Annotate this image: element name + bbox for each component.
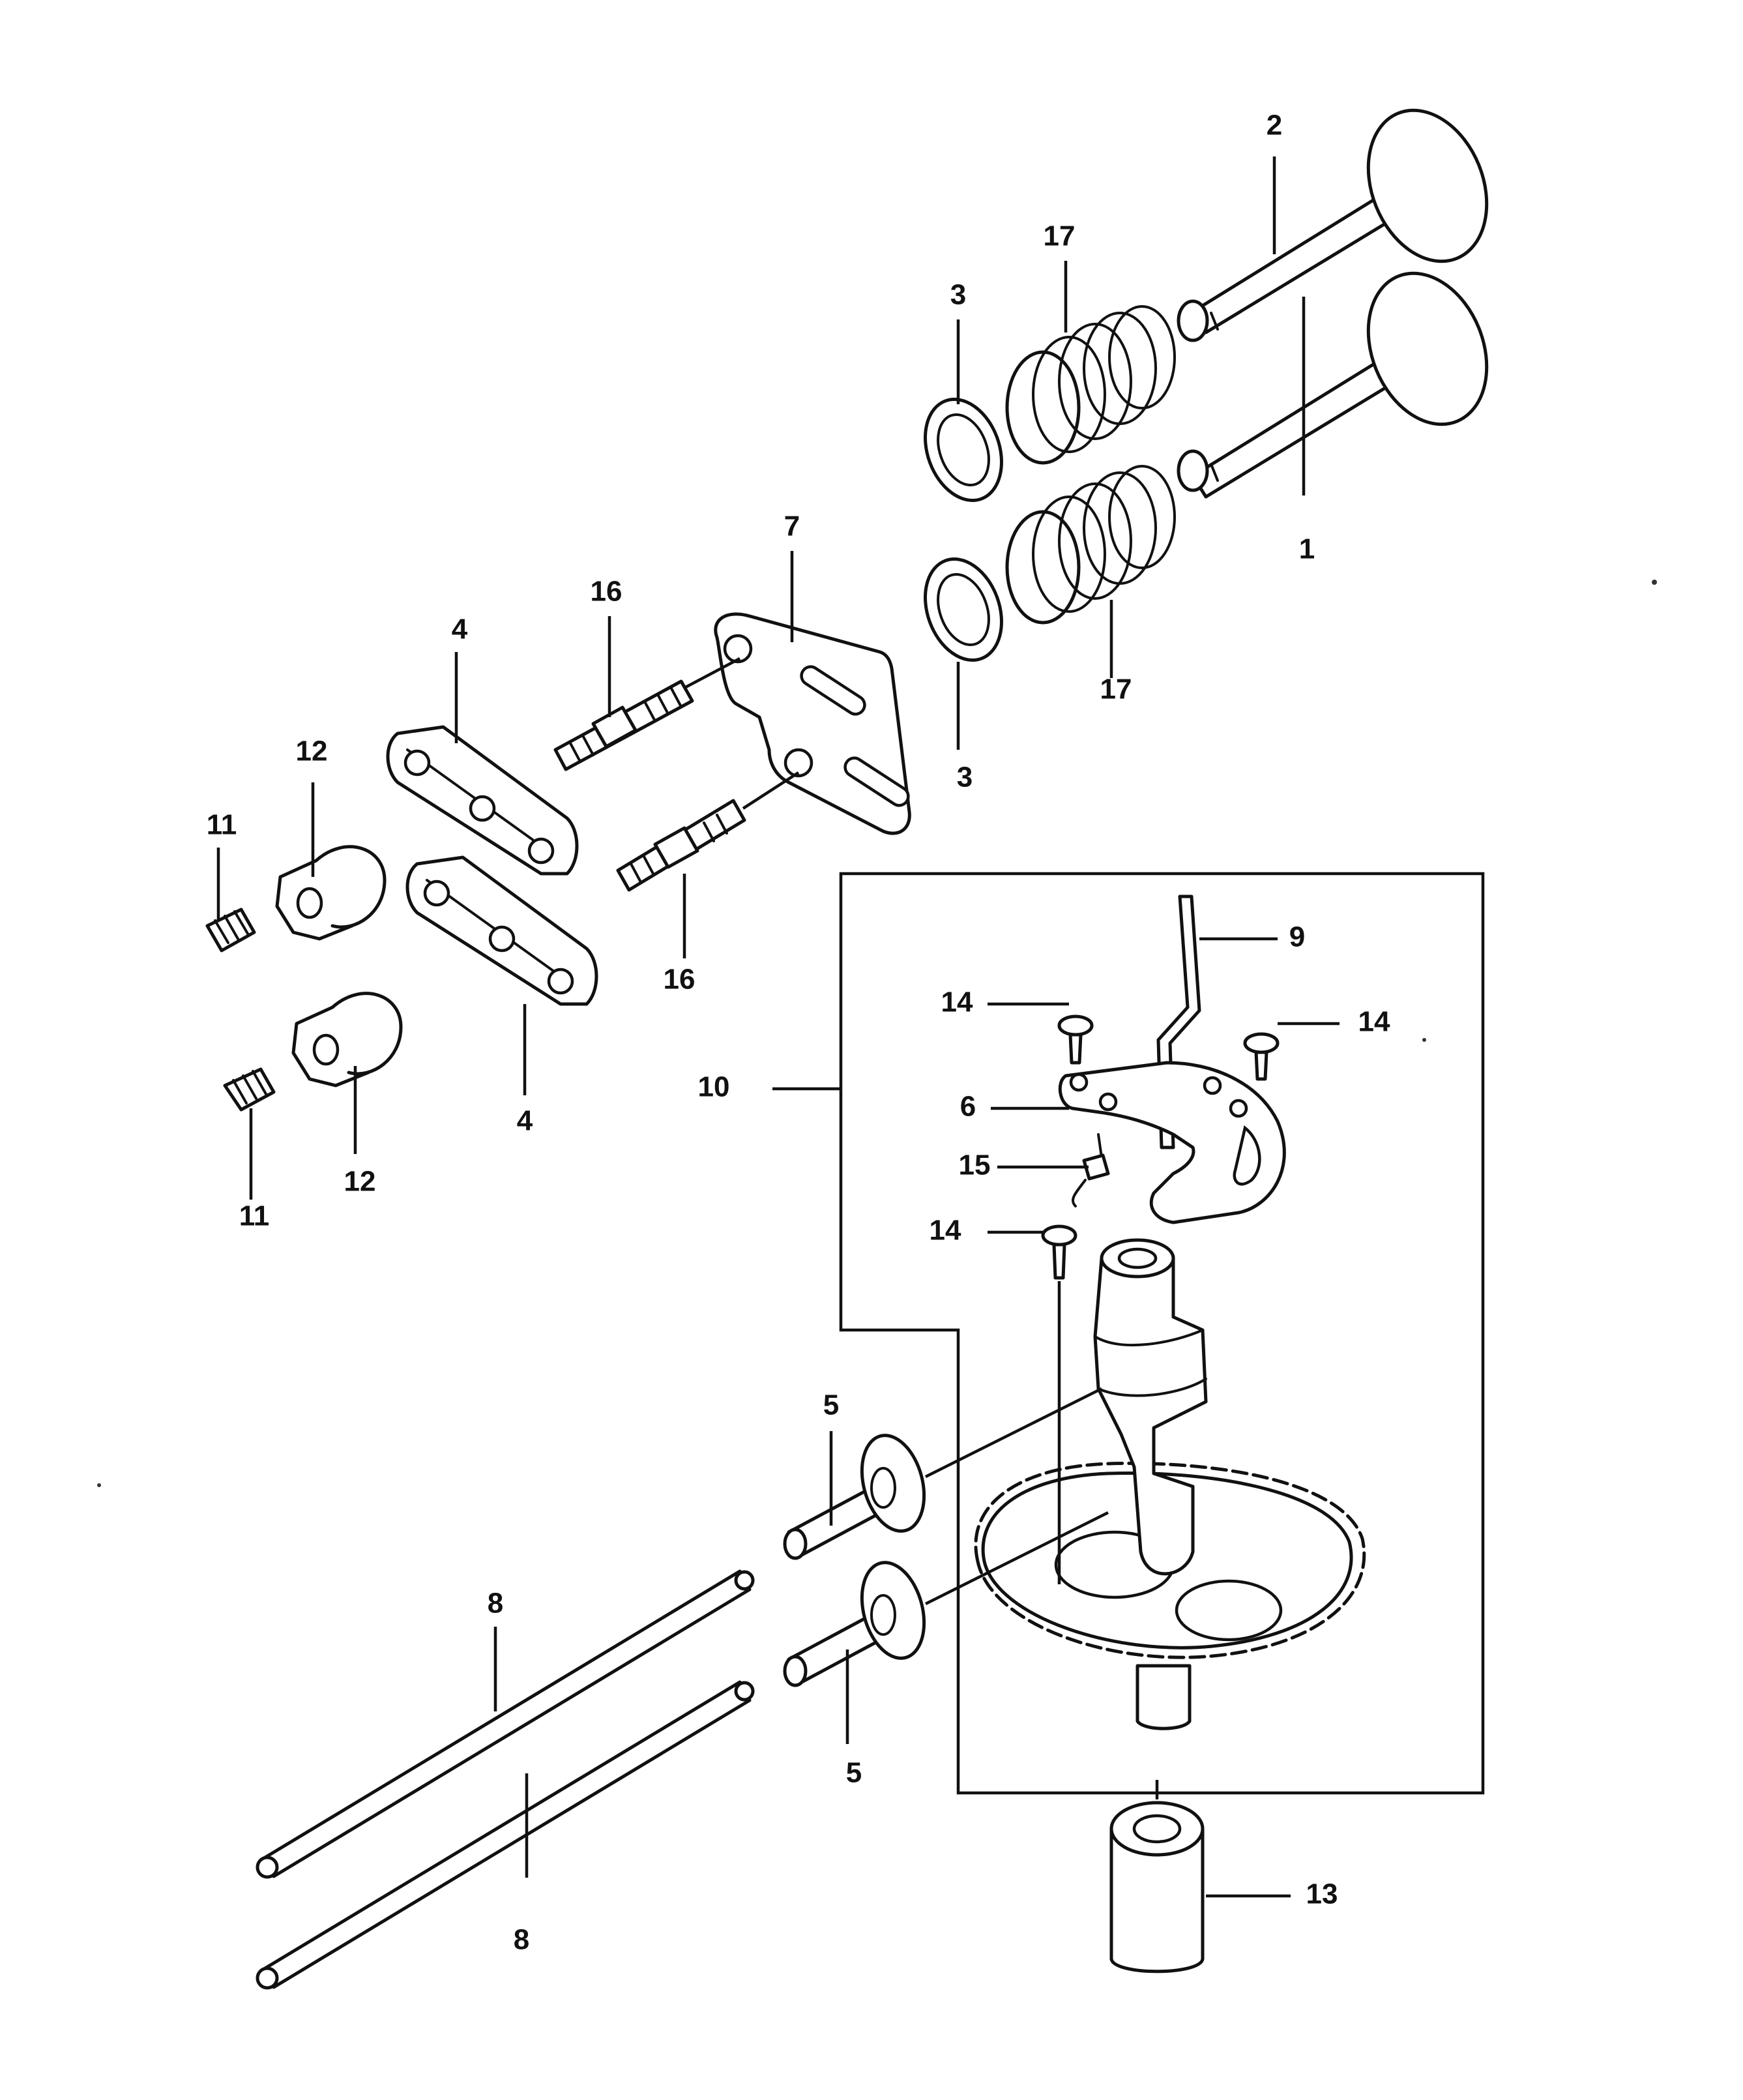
callout-6: 6 <box>960 1091 976 1123</box>
callout-10: 10 <box>698 1071 730 1103</box>
callout-9: 9 <box>1289 921 1305 953</box>
callout-2: 2 <box>1267 110 1282 141</box>
callout-4-upper: 4 <box>452 614 468 645</box>
decompressor-plate <box>1058 1061 1286 1224</box>
callout-1: 1 <box>1299 533 1315 565</box>
callout-8-lower: 8 <box>514 1924 529 1956</box>
callout-4-lower: 4 <box>517 1105 533 1137</box>
callout-14-c: 14 <box>930 1215 961 1247</box>
set-screw-lower <box>223 1067 276 1112</box>
pin-14-a <box>1057 1014 1094 1065</box>
tappet-upper <box>783 1434 926 1560</box>
callout-16-lower: 16 <box>664 964 696 996</box>
decompressor-spring <box>1072 1133 1110 1207</box>
camshaft-bushing <box>1109 1801 1205 1974</box>
rocker-guide-plate <box>714 612 911 835</box>
rocker-nut-upper <box>275 845 387 941</box>
valve-1 <box>1177 271 1489 499</box>
leader-lines <box>216 156 1340 1898</box>
assembly-boundary-10 <box>839 872 1485 1795</box>
callout-14-b: 14 <box>1358 1006 1390 1038</box>
callout-13: 13 <box>1306 1878 1338 1910</box>
callout-11-upper: 11 <box>207 809 237 841</box>
valve-2 <box>1177 108 1489 342</box>
callout-17-upper: 17 <box>1044 220 1076 252</box>
pin-14-b <box>1243 1032 1280 1081</box>
callout-7: 7 <box>784 510 800 542</box>
callout-12-upper: 12 <box>296 735 328 767</box>
push-rod-upper <box>256 1569 755 1879</box>
valve-spring-upper <box>1005 305 1176 465</box>
pin-14-c <box>1041 1224 1077 1280</box>
callout-16-upper: 16 <box>591 576 622 608</box>
callout-8-upper: 8 <box>488 1588 503 1619</box>
callout-11-lower: 11 <box>239 1200 270 1232</box>
callout-3-upper: 3 <box>950 279 966 311</box>
rocker-stud-upper <box>553 679 694 771</box>
callout-12-lower: 12 <box>344 1166 376 1198</box>
callout-17-lower: 17 <box>1100 673 1132 705</box>
callout-5-lower: 5 <box>846 1757 862 1789</box>
callout-5-upper: 5 <box>823 1389 839 1421</box>
callout-3-lower: 3 <box>957 762 973 793</box>
push-rod-lower <box>256 1680 755 1990</box>
rocker-arm-lower <box>405 855 598 1006</box>
callout-14-a: 14 <box>941 986 973 1018</box>
spring-retainer-upper <box>924 398 1003 502</box>
tappet-lower <box>783 1561 926 1687</box>
rocker-stud-lower <box>616 799 746 892</box>
valve-spring-lower <box>1005 465 1176 625</box>
set-screw-upper <box>205 908 256 953</box>
camshaft <box>1093 1238 1208 1730</box>
callout-labels: 2 1 17 17 3 3 7 16 16 4 4 12 12 11 11 9 … <box>207 110 1390 1956</box>
rocker-nut-lower <box>291 992 403 1087</box>
rocker-arm-upper <box>386 725 579 876</box>
callout-15: 15 <box>959 1149 991 1181</box>
scan-specks <box>97 580 1657 1487</box>
spring-retainer-lower <box>924 557 1003 662</box>
